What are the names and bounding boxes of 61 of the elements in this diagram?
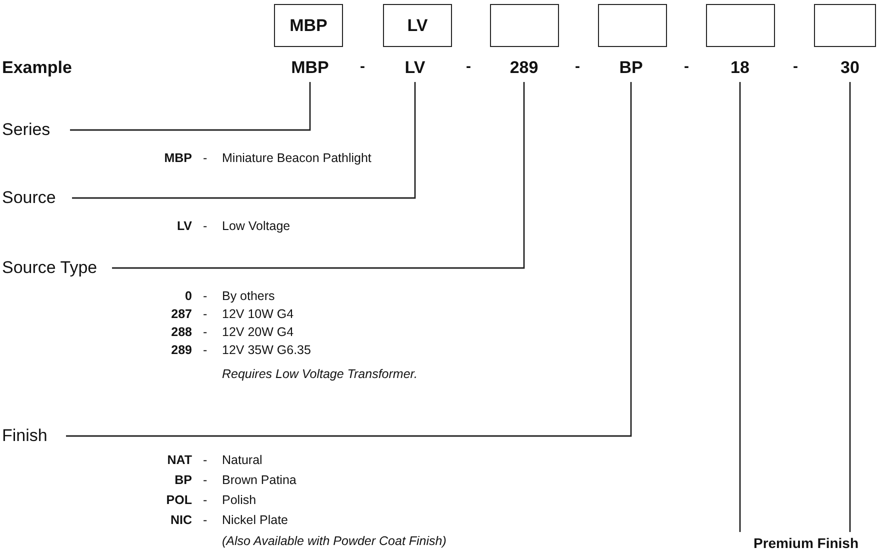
note: Requires Low Voltage Transformer. — [222, 366, 418, 382]
separator-dash: - — [203, 306, 208, 322]
separator-dash: - — [575, 59, 580, 75]
code-value: 18 — [722, 56, 758, 80]
option-description: Brown Patina — [222, 472, 296, 488]
separator-dash: - — [203, 218, 208, 234]
section-heading: Series — [2, 118, 66, 142]
separator-dash: - — [203, 512, 208, 528]
option-description: Low Voltage — [222, 218, 290, 234]
separator-dash: - — [203, 288, 208, 304]
separator-dash: - — [203, 452, 208, 468]
separator-dash: - — [684, 59, 689, 75]
option-code: NAT — [167, 452, 192, 468]
leader-line — [739, 82, 741, 532]
leader-line — [72, 82, 416, 199]
section-heading: Premium Finish — [736, 532, 876, 554]
separator-dash: - — [360, 59, 365, 75]
code-field-box: LV — [383, 4, 452, 47]
option-code: 287 — [171, 306, 192, 322]
option-description: Miniature Beacon Pathlight — [222, 150, 372, 166]
section-heading: Source — [2, 186, 68, 210]
code-field-box: MBP — [274, 4, 343, 47]
leader-line — [112, 82, 525, 269]
separator-dash: - — [203, 150, 208, 166]
option-description: 12V 10W G4 — [222, 306, 294, 322]
option-code: LV — [176, 218, 192, 234]
leader-line — [70, 82, 311, 131]
code-value: MBP — [285, 56, 335, 80]
option-description: By others — [222, 288, 275, 304]
empty-code-box — [706, 4, 775, 47]
separator-dash: - — [203, 324, 208, 340]
code-value: 289 — [502, 56, 546, 80]
separator-dash: - — [203, 492, 208, 508]
leader-line — [849, 82, 851, 532]
option-code: 288 — [171, 324, 192, 340]
option-code: POL — [166, 492, 192, 508]
leader-line — [66, 82, 632, 437]
code-value: BP — [611, 56, 651, 80]
option-description: 12V 35W G6.35 — [222, 342, 311, 358]
option-code: MBP — [164, 150, 192, 166]
section-heading: Source Type — [2, 256, 108, 280]
section-heading: Finish — [2, 424, 62, 448]
empty-code-box — [814, 4, 876, 47]
note: (Also Available with Powder Coat Finish) — [222, 533, 446, 549]
separator-dash: - — [203, 342, 208, 358]
separator-dash: - — [203, 472, 208, 488]
option-description: Natural — [222, 452, 262, 468]
separator-dash: - — [793, 59, 798, 75]
option-description: 12V 20W G4 — [222, 324, 294, 340]
option-description: Polish — [222, 492, 256, 508]
empty-code-box — [598, 4, 667, 47]
separator-dash: - — [466, 59, 471, 75]
option-description: Nickel Plate — [222, 512, 288, 528]
code-value: 30 — [832, 56, 868, 80]
option-code: 0 — [185, 288, 192, 304]
code-value: LV — [395, 56, 435, 80]
example-label: Example — [2, 60, 72, 76]
empty-code-box — [490, 4, 559, 47]
option-code: 289 — [171, 342, 192, 358]
option-code: NIC — [170, 512, 192, 528]
option-code: BP — [174, 472, 192, 488]
